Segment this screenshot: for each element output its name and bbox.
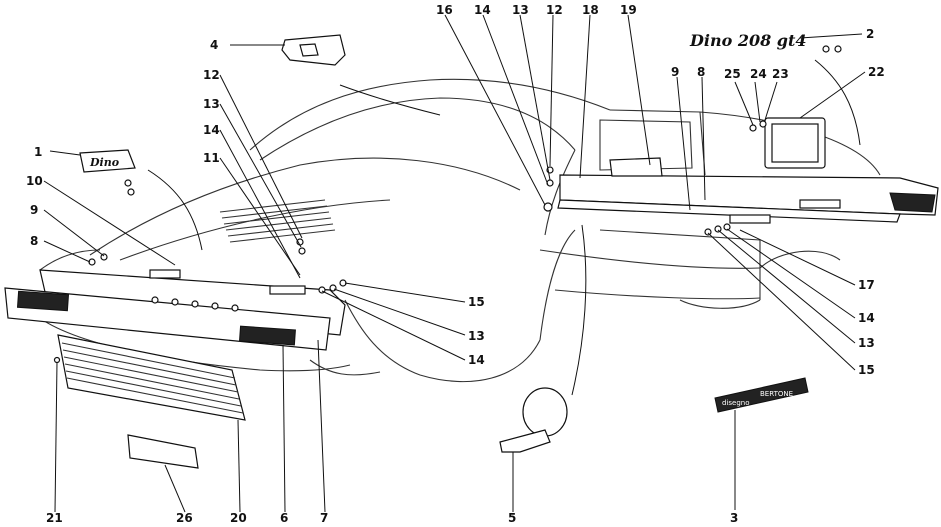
rear-light-frame xyxy=(764,117,826,169)
callout-16: 16 xyxy=(436,3,453,17)
callout-3: 3 xyxy=(730,511,738,525)
callout-numbers: 1 2 3 4 5 6 7 8 8 9 9 10 11 12 12 13 13 … xyxy=(26,3,885,525)
callout-23: 23 xyxy=(772,67,789,81)
callout-10: 10 xyxy=(26,174,43,188)
callout-13-top: 13 xyxy=(512,3,529,17)
door-mirror xyxy=(499,387,568,453)
plate-text-left: disegno xyxy=(722,399,750,407)
bumper-holes xyxy=(151,296,239,312)
callout-12-left: 12 xyxy=(203,68,220,82)
callout-7: 7 xyxy=(320,511,328,525)
callout-9-right: 9 xyxy=(671,65,679,79)
callout-14-top: 14 xyxy=(474,3,491,17)
callout-19: 19 xyxy=(620,3,637,17)
plate-bracket xyxy=(127,434,199,469)
callout-1: 1 xyxy=(34,145,42,159)
rear-bumper xyxy=(543,157,939,224)
callout-2: 2 xyxy=(866,27,874,41)
callout-5: 5 xyxy=(508,511,516,525)
callout-9-left: 9 xyxy=(30,203,38,217)
callout-14-right: 14 xyxy=(858,311,875,325)
callout-14-mid: 14 xyxy=(468,353,485,367)
leader-lines xyxy=(43,14,866,513)
callout-15-mid: 15 xyxy=(468,295,485,309)
callout-13-mid: 13 xyxy=(468,329,485,343)
front-bumper xyxy=(4,269,346,351)
front-badge: Dino xyxy=(79,149,136,196)
callout-15-right: 15 xyxy=(858,363,875,377)
callout-4: 4 xyxy=(210,38,218,52)
callout-13-left: 13 xyxy=(203,97,220,111)
front-grille xyxy=(57,334,246,421)
callout-21: 21 xyxy=(46,511,63,525)
callout-13-right: 13 xyxy=(858,336,875,350)
callout-22: 22 xyxy=(868,65,885,79)
callout-14-left: 14 xyxy=(203,123,220,137)
callout-12-right: 12 xyxy=(546,3,563,17)
interior-mirror xyxy=(281,34,346,66)
callout-11: 11 xyxy=(203,151,220,165)
callout-20: 20 xyxy=(230,511,247,525)
callout-25: 25 xyxy=(724,67,741,81)
callout-17: 17 xyxy=(858,278,875,292)
callout-8-left: 8 xyxy=(30,234,38,248)
callout-6: 6 xyxy=(280,511,288,525)
callout-8-right: 8 xyxy=(697,65,705,79)
rear-script-badge: Dino 208 gt4 xyxy=(689,31,842,53)
callout-18: 18 xyxy=(582,3,599,17)
plate-text-right: BERTONE xyxy=(760,390,793,398)
callout-24: 24 xyxy=(750,67,767,81)
rear-script-text: Dino 208 gt4 xyxy=(689,31,807,50)
callout-26: 26 xyxy=(176,511,193,525)
front-badge-text: Dino xyxy=(89,156,119,169)
bertone-plate: disegno BERTONE xyxy=(714,377,809,413)
hood-vents xyxy=(219,199,336,243)
